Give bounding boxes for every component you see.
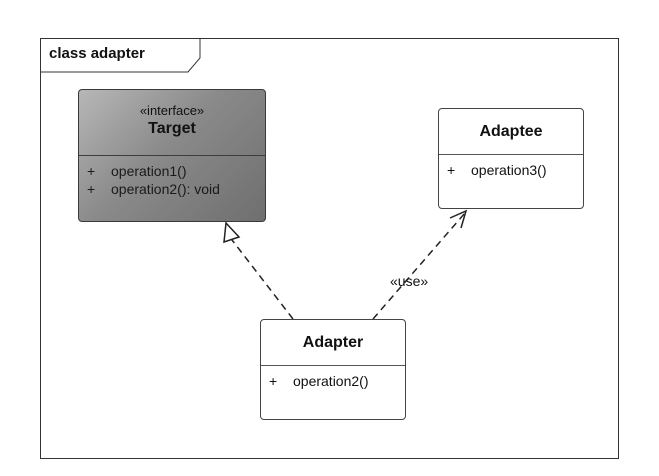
class-adapter-name: Adapter: [302, 334, 364, 351]
class-adaptee-header: Adaptee: [439, 109, 583, 155]
class-adaptee-operations: + operation3(): [439, 155, 583, 179]
operation-row: + operation2(): void: [85, 180, 259, 198]
class-adapter-operations: + operation2(): [261, 366, 405, 390]
class-adapter-header: Adapter: [261, 320, 405, 366]
operation-row: + operation1(): [85, 162, 259, 180]
frame-title-tab: [40, 38, 201, 73]
class-target-stereotype: «interface»: [139, 103, 205, 118]
class-target-header: «interface» Target: [79, 90, 265, 156]
dependency-label: «use»: [390, 273, 429, 289]
operation-visibility: +: [447, 162, 456, 178]
class-adaptee-name: Adaptee: [479, 123, 543, 140]
class-target-operations: + operation1() + operation2(): void: [79, 156, 265, 198]
class-adaptee[interactable]: Adaptee + operation3(): [438, 108, 584, 209]
class-target-name: Target: [148, 120, 196, 137]
frame-title: class adapter: [49, 45, 145, 62]
operation-visibility: +: [269, 373, 278, 389]
operation-signature: operation2(): void: [111, 181, 220, 197]
operation-signature: operation3(): [471, 162, 547, 178]
operation-row: + operation3(): [445, 161, 577, 179]
operation-visibility: +: [87, 163, 96, 179]
operation-signature: operation2(): [293, 373, 369, 389]
class-adapter[interactable]: Adapter + operation2(): [260, 319, 406, 420]
operation-row: + operation2(): [267, 372, 399, 390]
operation-visibility: +: [87, 181, 96, 197]
class-target[interactable]: «interface» Target + operation1() + oper…: [78, 89, 266, 222]
operation-signature: operation1(): [111, 163, 187, 179]
